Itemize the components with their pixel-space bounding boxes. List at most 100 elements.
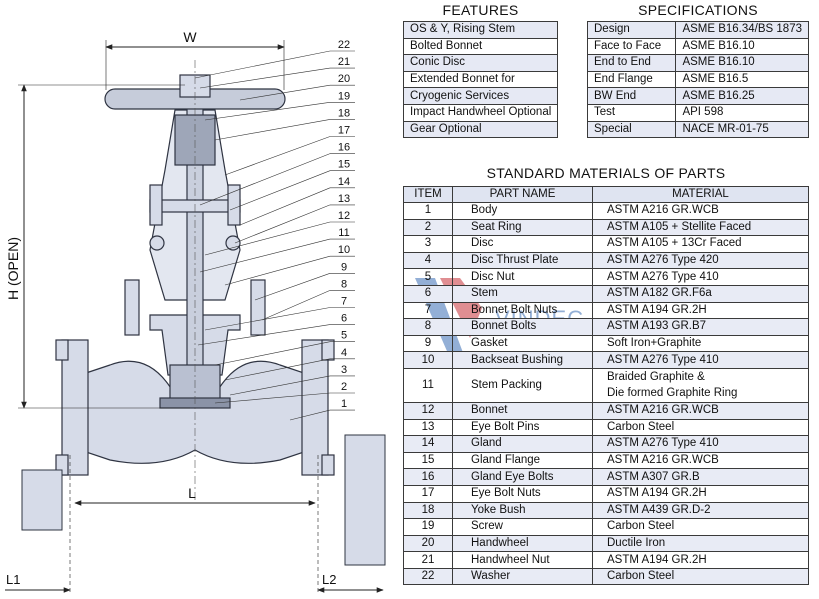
part-name: Gland Eye Bolts [452, 468, 593, 486]
part-name: Stem Packing [452, 367, 593, 403]
material-value: Braided Graphite &Die formed Graphite Ri… [592, 367, 809, 403]
part-name: Disc Nut [452, 268, 593, 286]
callout-number: 21 [338, 56, 350, 68]
valve-drawing: W H (OPEN) L L1 L2 222120191817161514131… [5, 29, 386, 595]
callout-leader [289, 409, 331, 421]
specification-label: Face to Face [586, 37, 677, 56]
material-value: Ductile Iron [592, 534, 809, 553]
material-value: ASTM A216 GR.WCB [592, 451, 809, 470]
callout-leader [234, 204, 331, 244]
callout-leader [239, 187, 331, 226]
dim-l2-label: L2 [322, 572, 336, 587]
material-value: Soft Iron+Graphite [592, 334, 809, 353]
item-number: 14 [403, 435, 453, 453]
callout-leader [239, 84, 331, 101]
specification-value: ASME B16.34/BS 1873 [675, 21, 809, 39]
item-number: 16 [403, 468, 453, 486]
features-row: Cryogenic Services [402, 87, 559, 105]
callout-leader [199, 238, 331, 273]
item-number: 18 [403, 501, 453, 520]
callout-number: 12 [338, 210, 350, 222]
feature-text: Conic Disc [402, 54, 559, 72]
callout-leader [214, 392, 331, 404]
part-name: Stem [452, 284, 593, 303]
part-name: Bonnet [452, 401, 593, 420]
callout-leader [204, 102, 331, 121]
specification-value: ASME B16.10 [675, 37, 809, 56]
features-row: Impact Handwheel Optional [402, 103, 559, 122]
callout-number: 16 [338, 142, 350, 154]
features-row: Conic Disc [402, 54, 559, 72]
item-number: 11 [403, 367, 453, 403]
callout-number: 7 [341, 296, 347, 308]
callout-number: 1 [341, 398, 347, 410]
callout-leader [199, 153, 331, 206]
material-value: ASTM A276 Type 420 [592, 251, 809, 270]
material-value: Carbon Steel [592, 518, 809, 536]
specification-value: NACE MR-01-75 [675, 120, 809, 139]
material-line: Braided Graphite & [607, 371, 705, 384]
callout-leader [254, 273, 331, 301]
header-item: ITEM [403, 186, 453, 203]
part-name: Washer [452, 567, 593, 586]
callout-leader [229, 375, 331, 396]
callout-number: 4 [341, 347, 347, 359]
feature-text: Cryogenic Services [402, 87, 559, 105]
part-name: Gasket [452, 334, 593, 353]
specification-value: API 598 [675, 103, 809, 122]
callout-number: 18 [338, 107, 350, 119]
item-number: 3 [403, 235, 453, 253]
material-value: Carbon Steel [592, 567, 809, 586]
material-value: ASTM A439 GR.D-2 [592, 501, 809, 520]
item-number: 9 [403, 334, 453, 353]
part-name: Bonnet Bolt Nuts [452, 301, 593, 320]
material-value: ASTM A194 GR.2H [592, 484, 809, 503]
callout-leader [214, 119, 331, 141]
callout-number: 5 [341, 330, 347, 342]
specification-label: BW End [586, 87, 677, 105]
specifications-title: SPECIFICATIONS [638, 2, 758, 18]
item-number: 6 [403, 284, 453, 303]
item-number: 21 [403, 551, 453, 569]
feature-text: OS & Y, Rising Stem [402, 21, 559, 39]
left-flange [61, 339, 89, 476]
callout-number: 14 [338, 176, 350, 188]
item-number: 5 [403, 268, 453, 286]
part-name: Eye Bolt Nuts [452, 484, 593, 503]
material-value: ASTM A216 GR.WCB [592, 401, 809, 420]
material-value: ASTM A182 GR.F6a [592, 284, 809, 303]
specification-value: ASME B16.25 [675, 87, 809, 105]
callout-number: 10 [338, 244, 350, 256]
callout-number: 6 [341, 313, 347, 325]
header-material: MATERIAL [592, 186, 809, 203]
callout-number: 9 [341, 261, 347, 273]
callout-leader [224, 255, 331, 286]
callout-number: 20 [338, 73, 350, 85]
part-name: Handwheel Nut [452, 551, 593, 569]
item-number: 13 [403, 418, 453, 437]
callout-number: 19 [338, 90, 350, 102]
callout-leader [214, 341, 331, 366]
